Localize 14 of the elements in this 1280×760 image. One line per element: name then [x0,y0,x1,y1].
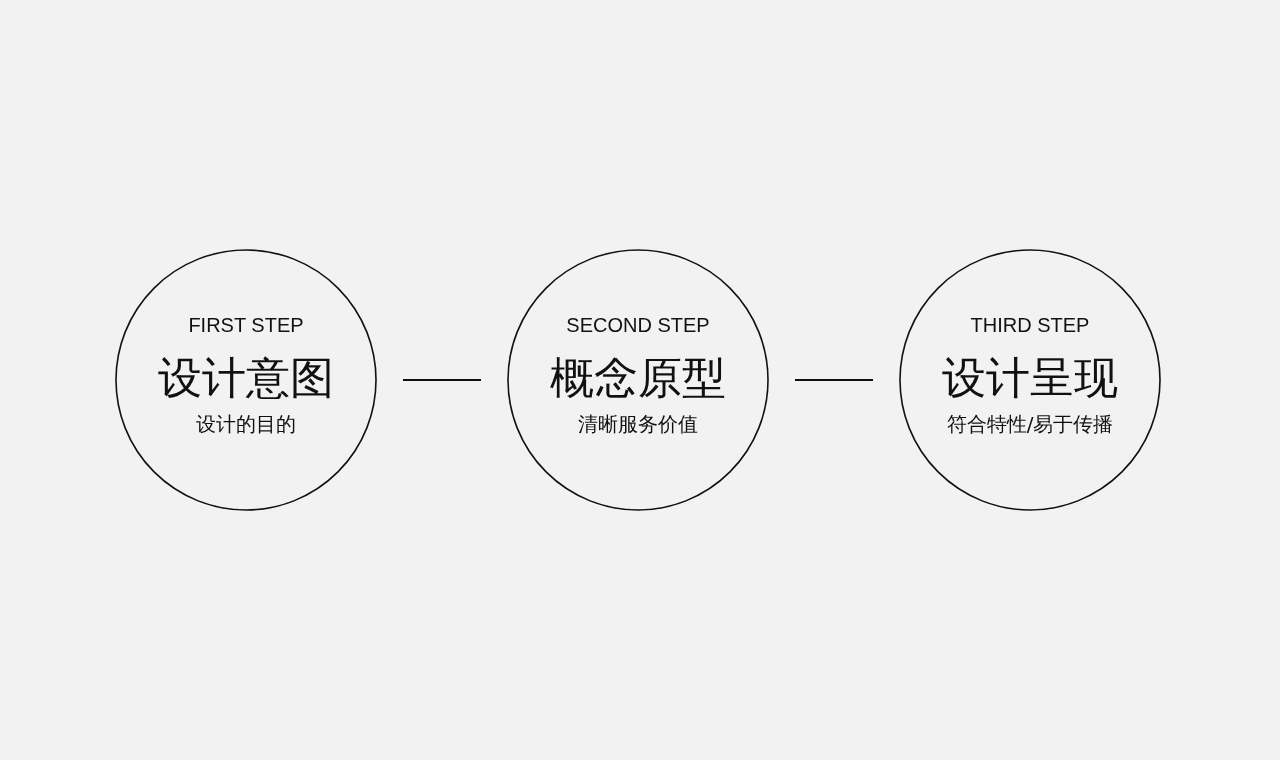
step-title: 设计呈现 [942,352,1118,404]
connector-line [794,379,874,381]
step-subtitle: 设计的目的 [196,412,296,436]
step-label: SECOND STEP [566,313,710,337]
step-title: 设计意图 [158,352,334,404]
step-circle [115,249,377,511]
step-title: 概念原型 [550,352,726,404]
step-circle [507,249,769,511]
step-subtitle: 清晰服务价值 [578,412,698,436]
step-circle [899,249,1161,511]
step-label: FIRST STEP [188,313,304,337]
connector-line [402,379,482,381]
step-subtitle: 符合特性/易于传播 [946,412,1114,436]
step-label: THIRD STEP [970,313,1090,337]
